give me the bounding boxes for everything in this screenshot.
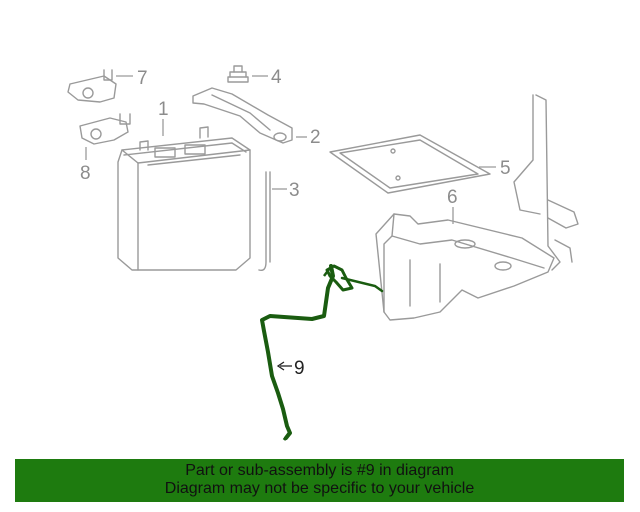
banner-line-1: Part or sub-assembly is #9 in diagram <box>185 462 454 479</box>
positive-terminal[interactable] <box>67 69 117 103</box>
hold-down-rod[interactable] <box>258 171 271 272</box>
info-banner: Part or sub-assembly is #9 in diagram Di… <box>15 459 624 502</box>
callout-8: 8 <box>80 163 91 184</box>
hold-down-nut[interactable] <box>227 65 249 83</box>
negative-cable[interactable] <box>260 264 384 441</box>
callout-5: 5 <box>500 158 511 179</box>
hold-down-clamp[interactable] <box>192 87 293 144</box>
battery-tray[interactable] <box>329 134 491 194</box>
negative-terminal[interactable] <box>79 113 131 145</box>
battery[interactable] <box>117 126 251 271</box>
leader-9-arrow <box>276 361 285 371</box>
callout-7: 7 <box>137 68 148 89</box>
callout-3: 3 <box>289 180 300 201</box>
callout-1: 1 <box>158 99 169 120</box>
callout-4: 4 <box>271 67 282 88</box>
banner-line-2: Diagram may not be specific to your vehi… <box>164 480 475 497</box>
callout-2: 2 <box>310 127 321 148</box>
battery-carrier[interactable] <box>375 94 579 321</box>
callout-9: 9 <box>294 358 305 379</box>
callout-6: 6 <box>447 187 458 208</box>
